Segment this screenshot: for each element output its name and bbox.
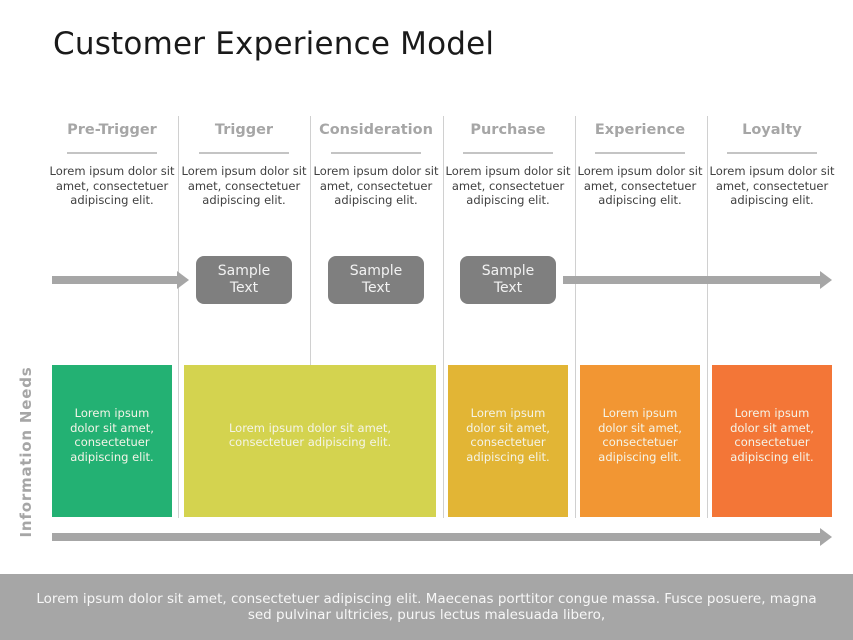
column-divider <box>707 116 708 518</box>
sample-text-box[interactable]: Sample Text <box>328 256 424 304</box>
stage-label: Consideration <box>319 122 433 138</box>
sample-text-box[interactable]: Sample Text <box>460 256 556 304</box>
stage-description: Lorem ipsum dolor sit amet, consectetuer… <box>577 164 703 207</box>
info-block-pre-trigger: Lorem ipsum dolor sit amet, consectetuer… <box>52 365 172 517</box>
arrow-shaft <box>563 276 821 284</box>
info-block-text: Lorem ipsum dolor sit amet, consectetuer… <box>70 406 154 464</box>
stage-underline <box>331 152 421 154</box>
stage-underline <box>67 152 157 154</box>
stage-description: Lorem ipsum dolor sit amet, consectetuer… <box>181 164 307 207</box>
page-title: Customer Experience Model <box>53 26 495 62</box>
stage-description: Lorem ipsum dolor sit amet, consectetuer… <box>49 164 175 207</box>
info-block-text: Lorem ipsum dolor sit amet, consectetuer… <box>598 406 682 464</box>
stage-label: Purchase <box>470 122 546 138</box>
information-needs-label: Information Needs <box>17 366 35 538</box>
stage-description: Lorem ipsum dolor sit amet, consectetuer… <box>313 164 439 207</box>
stage-label: Loyalty <box>742 122 802 138</box>
stage-underline <box>463 152 553 154</box>
stage-description: Lorem ipsum dolor sit amet, consectetuer… <box>709 164 835 207</box>
info-block-purchase: Lorem ipsum dolor sit amet, consectetuer… <box>448 365 568 517</box>
column-divider <box>310 116 311 366</box>
info-block-text: Lorem ipsum dolor sit amet, consectetuer… <box>228 420 392 450</box>
stage-underline <box>595 152 685 154</box>
arrow-head-icon <box>820 528 832 546</box>
arrow-shaft <box>52 533 820 541</box>
info-block-loyalty: Lorem ipsum dolor sit amet, consectetuer… <box>712 365 832 517</box>
info-block-text: Lorem ipsum dolor sit amet, consectetuer… <box>466 406 550 464</box>
arrow-head-icon <box>177 271 189 289</box>
info-block-text: Lorem ipsum dolor sit amet, consectetuer… <box>730 406 814 464</box>
info-block-trigger-consideration: Lorem ipsum dolor sit amet, consectetuer… <box>184 365 436 517</box>
stage-underline <box>727 152 817 154</box>
info-block-experience: Lorem ipsum dolor sit amet, consectetuer… <box>580 365 700 517</box>
stage-description: Lorem ipsum dolor sit amet, consectetuer… <box>445 164 571 207</box>
column-divider <box>575 116 576 518</box>
sample-text-box[interactable]: Sample Text <box>196 256 292 304</box>
stage-underline <box>199 152 289 154</box>
footer-text-band: Lorem ipsum dolor sit amet, consectetuer… <box>0 574 853 640</box>
footer-text: Lorem ipsum dolor sit amet, consectetuer… <box>36 591 817 623</box>
column-divider <box>178 116 179 518</box>
arrow-head-icon <box>820 271 832 289</box>
stage-label: Experience <box>594 122 686 138</box>
arrow-shaft <box>52 276 178 284</box>
column-divider <box>443 116 444 518</box>
stage-label: Trigger <box>214 122 274 138</box>
stage-label: Pre-Trigger <box>67 122 157 138</box>
